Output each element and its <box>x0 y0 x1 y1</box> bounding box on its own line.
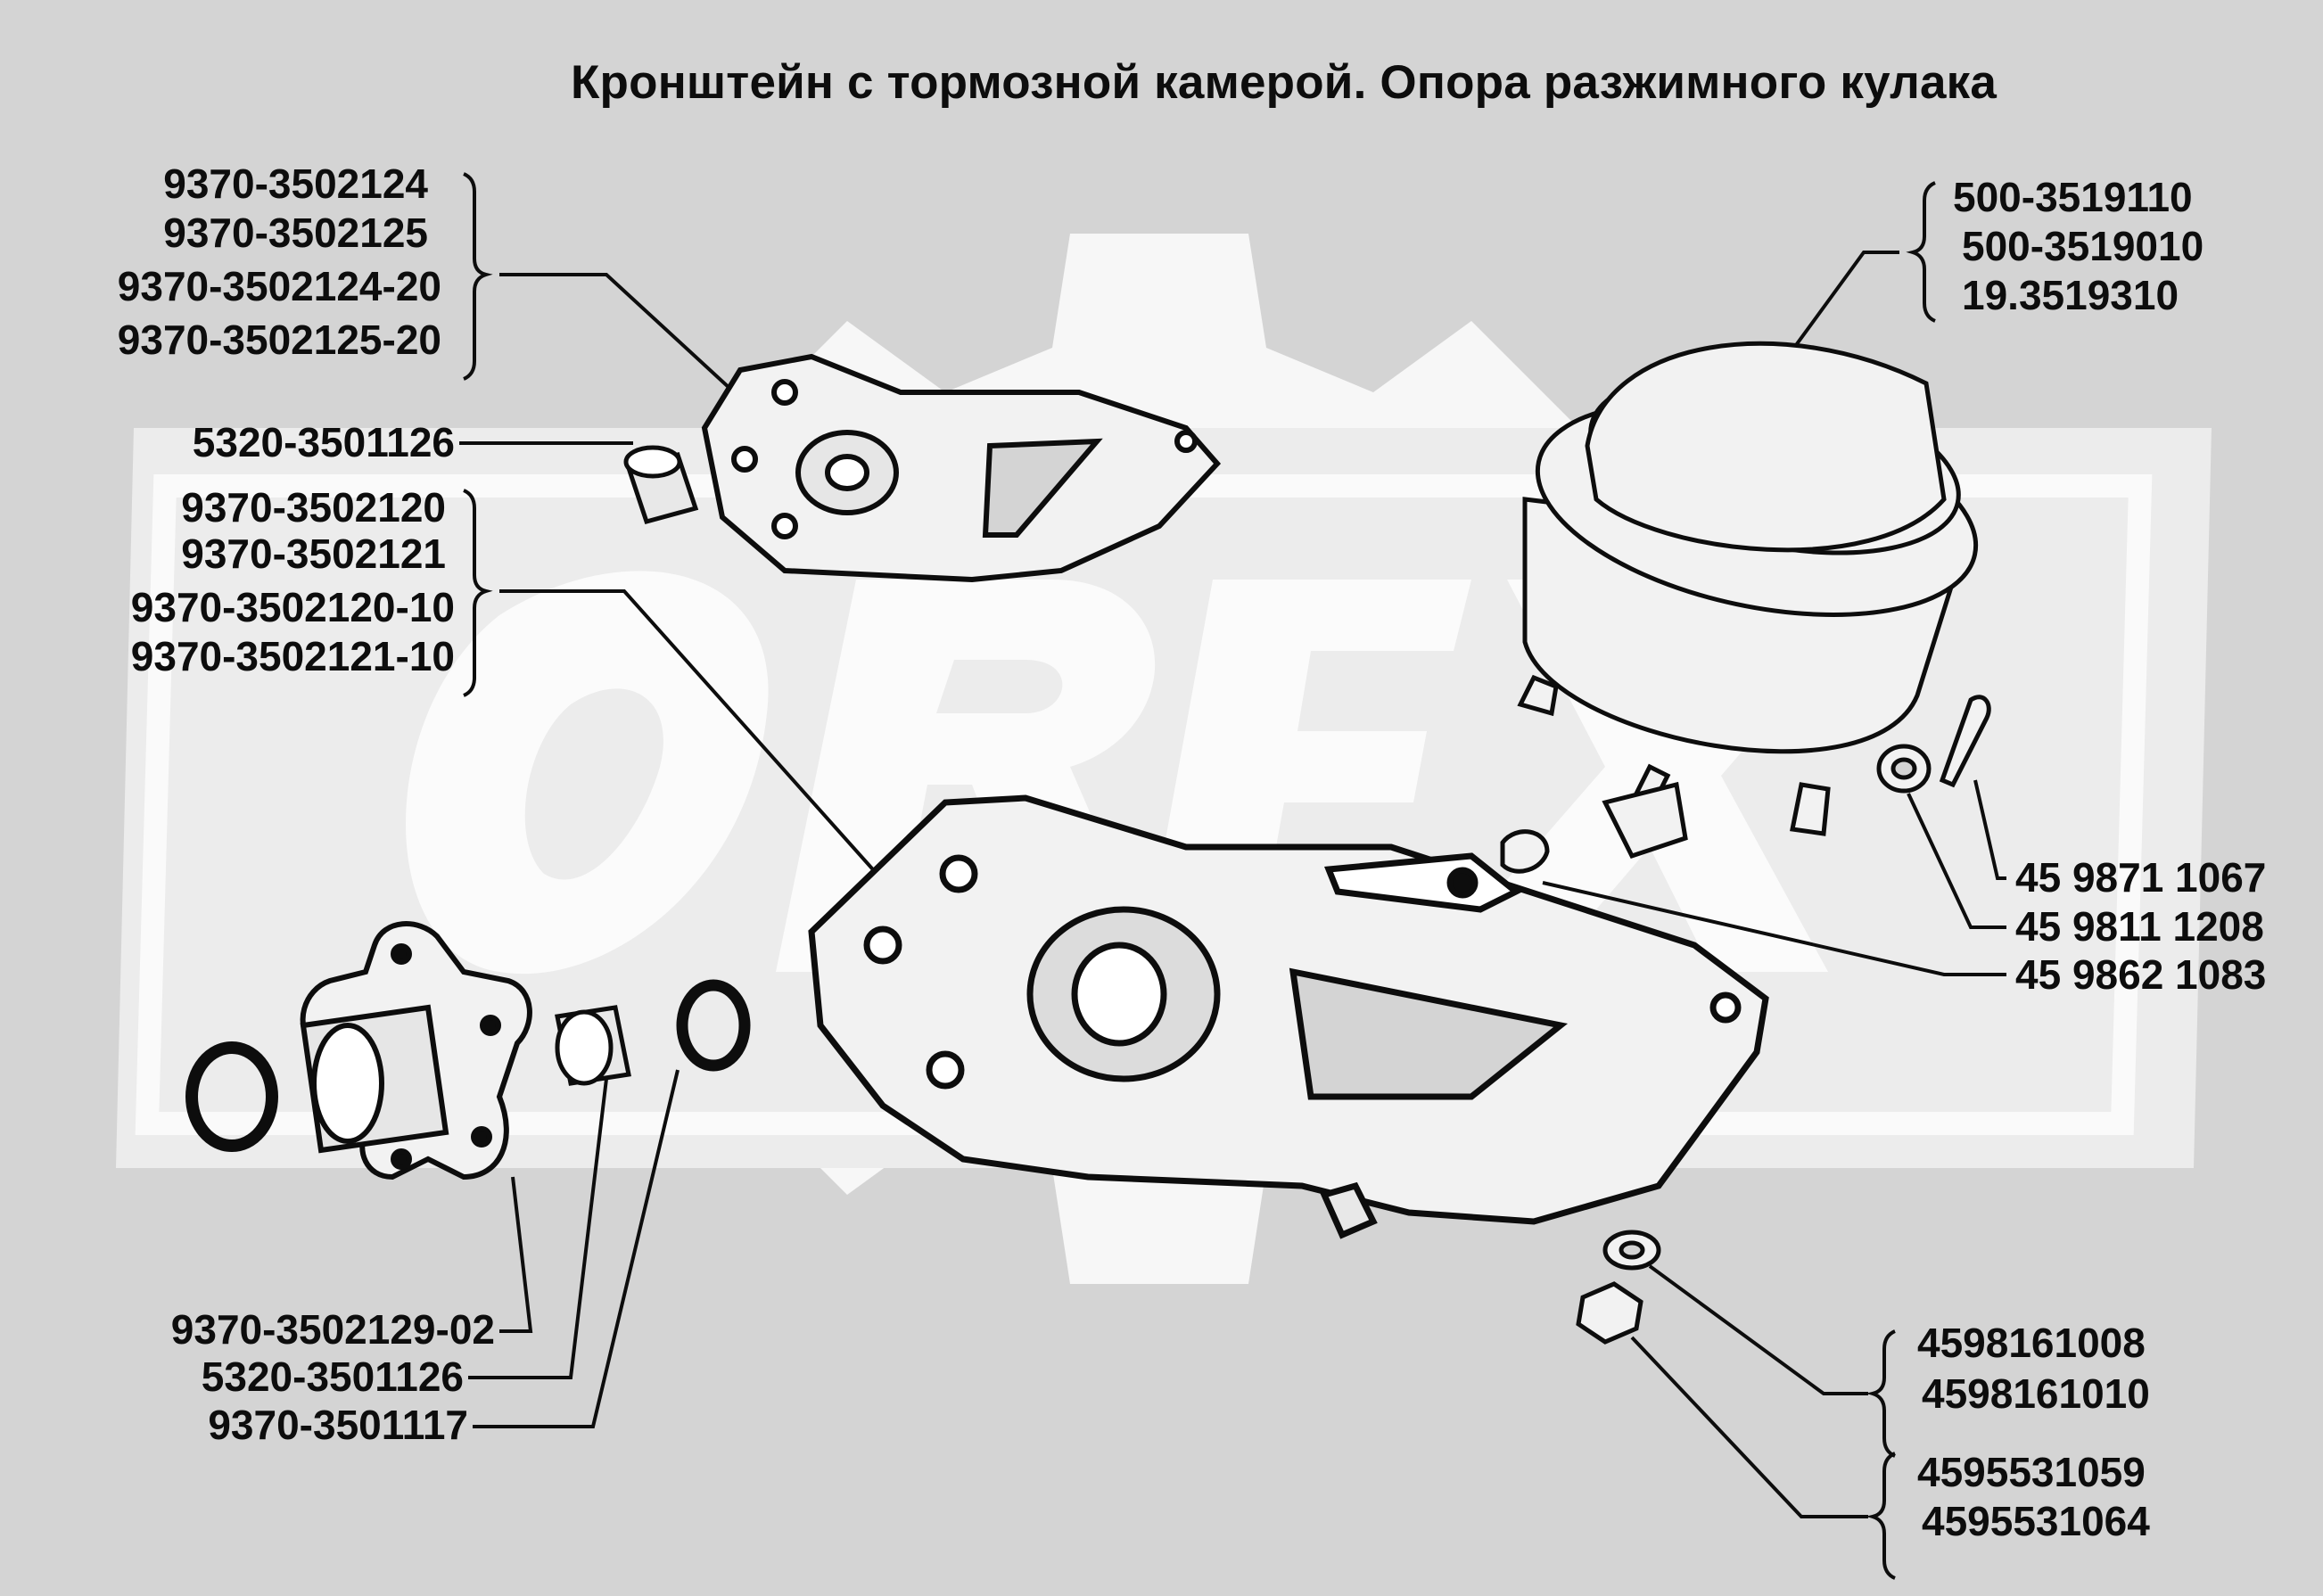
chamber-cap <box>1585 341 1947 553</box>
label-spring-washer-1: 4598161008 <box>1917 1320 2146 1366</box>
cotter-pin-and-washer <box>1876 695 1991 794</box>
main-bracket-bolt <box>1320 1181 1378 1239</box>
lever-plate-hole <box>1446 867 1479 899</box>
label-nut-2: 4595531064 <box>1922 1498 2150 1544</box>
upper-bracket-hole-4 <box>1174 430 1198 453</box>
label-main-bracket-2: 9370-3502121 <box>181 531 446 577</box>
leader-washer-small <box>1907 793 2006 929</box>
leader-nut <box>1630 1336 1868 1518</box>
label-spring-washer-2: 4598161010 <box>1922 1370 2150 1417</box>
bushing-top-end <box>623 445 682 479</box>
brace-chamber <box>1906 181 1936 323</box>
cam-support-hole-2 <box>480 1015 501 1036</box>
label-main-bracket-3: 9370-3502120-10 <box>130 584 455 630</box>
leader-seal-ring <box>473 1069 680 1428</box>
brace-spring-washer <box>1866 1329 1896 1458</box>
chamber-stud-right <box>1790 782 1831 836</box>
bushing-top <box>623 445 699 525</box>
upper-bracket <box>701 353 1222 583</box>
leader-support <box>499 1176 533 1333</box>
main-bracket-hole-2 <box>863 926 902 965</box>
chamber-stud-left <box>1517 674 1559 717</box>
main-bracket-bore <box>1071 942 1167 1047</box>
leader-spring-washer <box>1648 1264 1868 1395</box>
upper-bracket-bore <box>825 454 869 491</box>
upper-bracket-body <box>701 353 1222 583</box>
spring-washer-and-nut <box>1576 1230 1661 1345</box>
brace-nut <box>1866 1452 1896 1580</box>
label-cotter-pin: 45 9871 1067 <box>2015 854 2267 901</box>
label-main-bracket-4: 9370-3502121-10 <box>130 633 455 679</box>
upper-bracket-hole-1 <box>771 379 798 406</box>
main-bracket-hole-3 <box>926 1050 965 1090</box>
leader-bushing-bottom <box>468 1078 608 1379</box>
clevis-pin-head <box>1500 829 1550 874</box>
leader-chamber <box>1773 251 1899 376</box>
cotter-pin <box>1939 695 1991 788</box>
label-chamber-1: 500-3519110 <box>1953 174 2193 220</box>
label-bracket-1: 9370-3502124 <box>163 160 428 207</box>
seal-ring-right <box>676 979 751 1072</box>
label-chamber-3: 19.3519310 <box>1962 272 2179 318</box>
label-washer-small: 45 9811 1208 <box>2015 903 2264 950</box>
leader-main-bracket <box>499 589 902 902</box>
leader-cotter-pin <box>1973 779 2006 880</box>
label-nut-1: 4595531059 <box>1917 1449 2146 1495</box>
main-bracket-hole-4 <box>1709 991 1742 1024</box>
label-bushing-bottom: 5320-3501126 <box>201 1353 464 1400</box>
seal-ring-left <box>185 1041 278 1152</box>
clevis <box>1602 781 1688 860</box>
washer-small-hole <box>1891 757 1917 780</box>
upper-bracket-hole-3 <box>771 513 798 539</box>
label-seal-ring: 9370-3501117 <box>208 1402 468 1448</box>
label-clevis-pin: 45 9862 1083 <box>2015 951 2267 998</box>
label-support: 9370-3502129-02 <box>170 1306 495 1353</box>
leader-lines <box>459 172 2006 1580</box>
upper-bracket-hole-2 <box>731 446 758 473</box>
leader-bracket <box>499 273 755 412</box>
leader-clevis-pin <box>1542 881 2006 976</box>
spring-washer-hole <box>1619 1240 1645 1260</box>
watermark-letter-o <box>406 571 769 975</box>
label-bracket-3: 9370-3502124-20 <box>117 263 441 309</box>
label-bushing-top: 5320-3501126 <box>192 419 455 465</box>
label-main-bracket-1: 9370-3502120 <box>181 484 446 531</box>
page-title: Кронштейн с тормозной камерой. Опора раз… <box>571 56 1998 109</box>
watermark-bar-inner <box>135 474 2153 1135</box>
bushing-bottom-end <box>555 1009 614 1086</box>
upper-bracket-cutout <box>982 438 1103 538</box>
main-bracket-hole-1 <box>939 854 978 893</box>
brace-main-bracket <box>463 489 493 697</box>
brace-bracket-group <box>463 172 493 381</box>
main-bracket-body <box>808 794 1769 1225</box>
cam-support-hole-3 <box>391 1148 412 1170</box>
brake-chamber <box>1500 341 1979 874</box>
hex-nut <box>1576 1281 1643 1345</box>
lower-rings <box>185 979 751 1152</box>
main-bracket <box>808 794 1769 1239</box>
main-bracket-cutout <box>1289 967 1569 1100</box>
cam-support-bore <box>311 1023 384 1144</box>
cam-support <box>300 921 532 1181</box>
label-bracket-4: 9370-3502125-20 <box>117 317 441 363</box>
cam-support-hole-1 <box>391 943 412 965</box>
label-bracket-2: 9370-3502125 <box>163 210 428 256</box>
cam-support-hole-4 <box>471 1126 492 1148</box>
label-chamber-2: 500-3519010 <box>1962 223 2204 269</box>
